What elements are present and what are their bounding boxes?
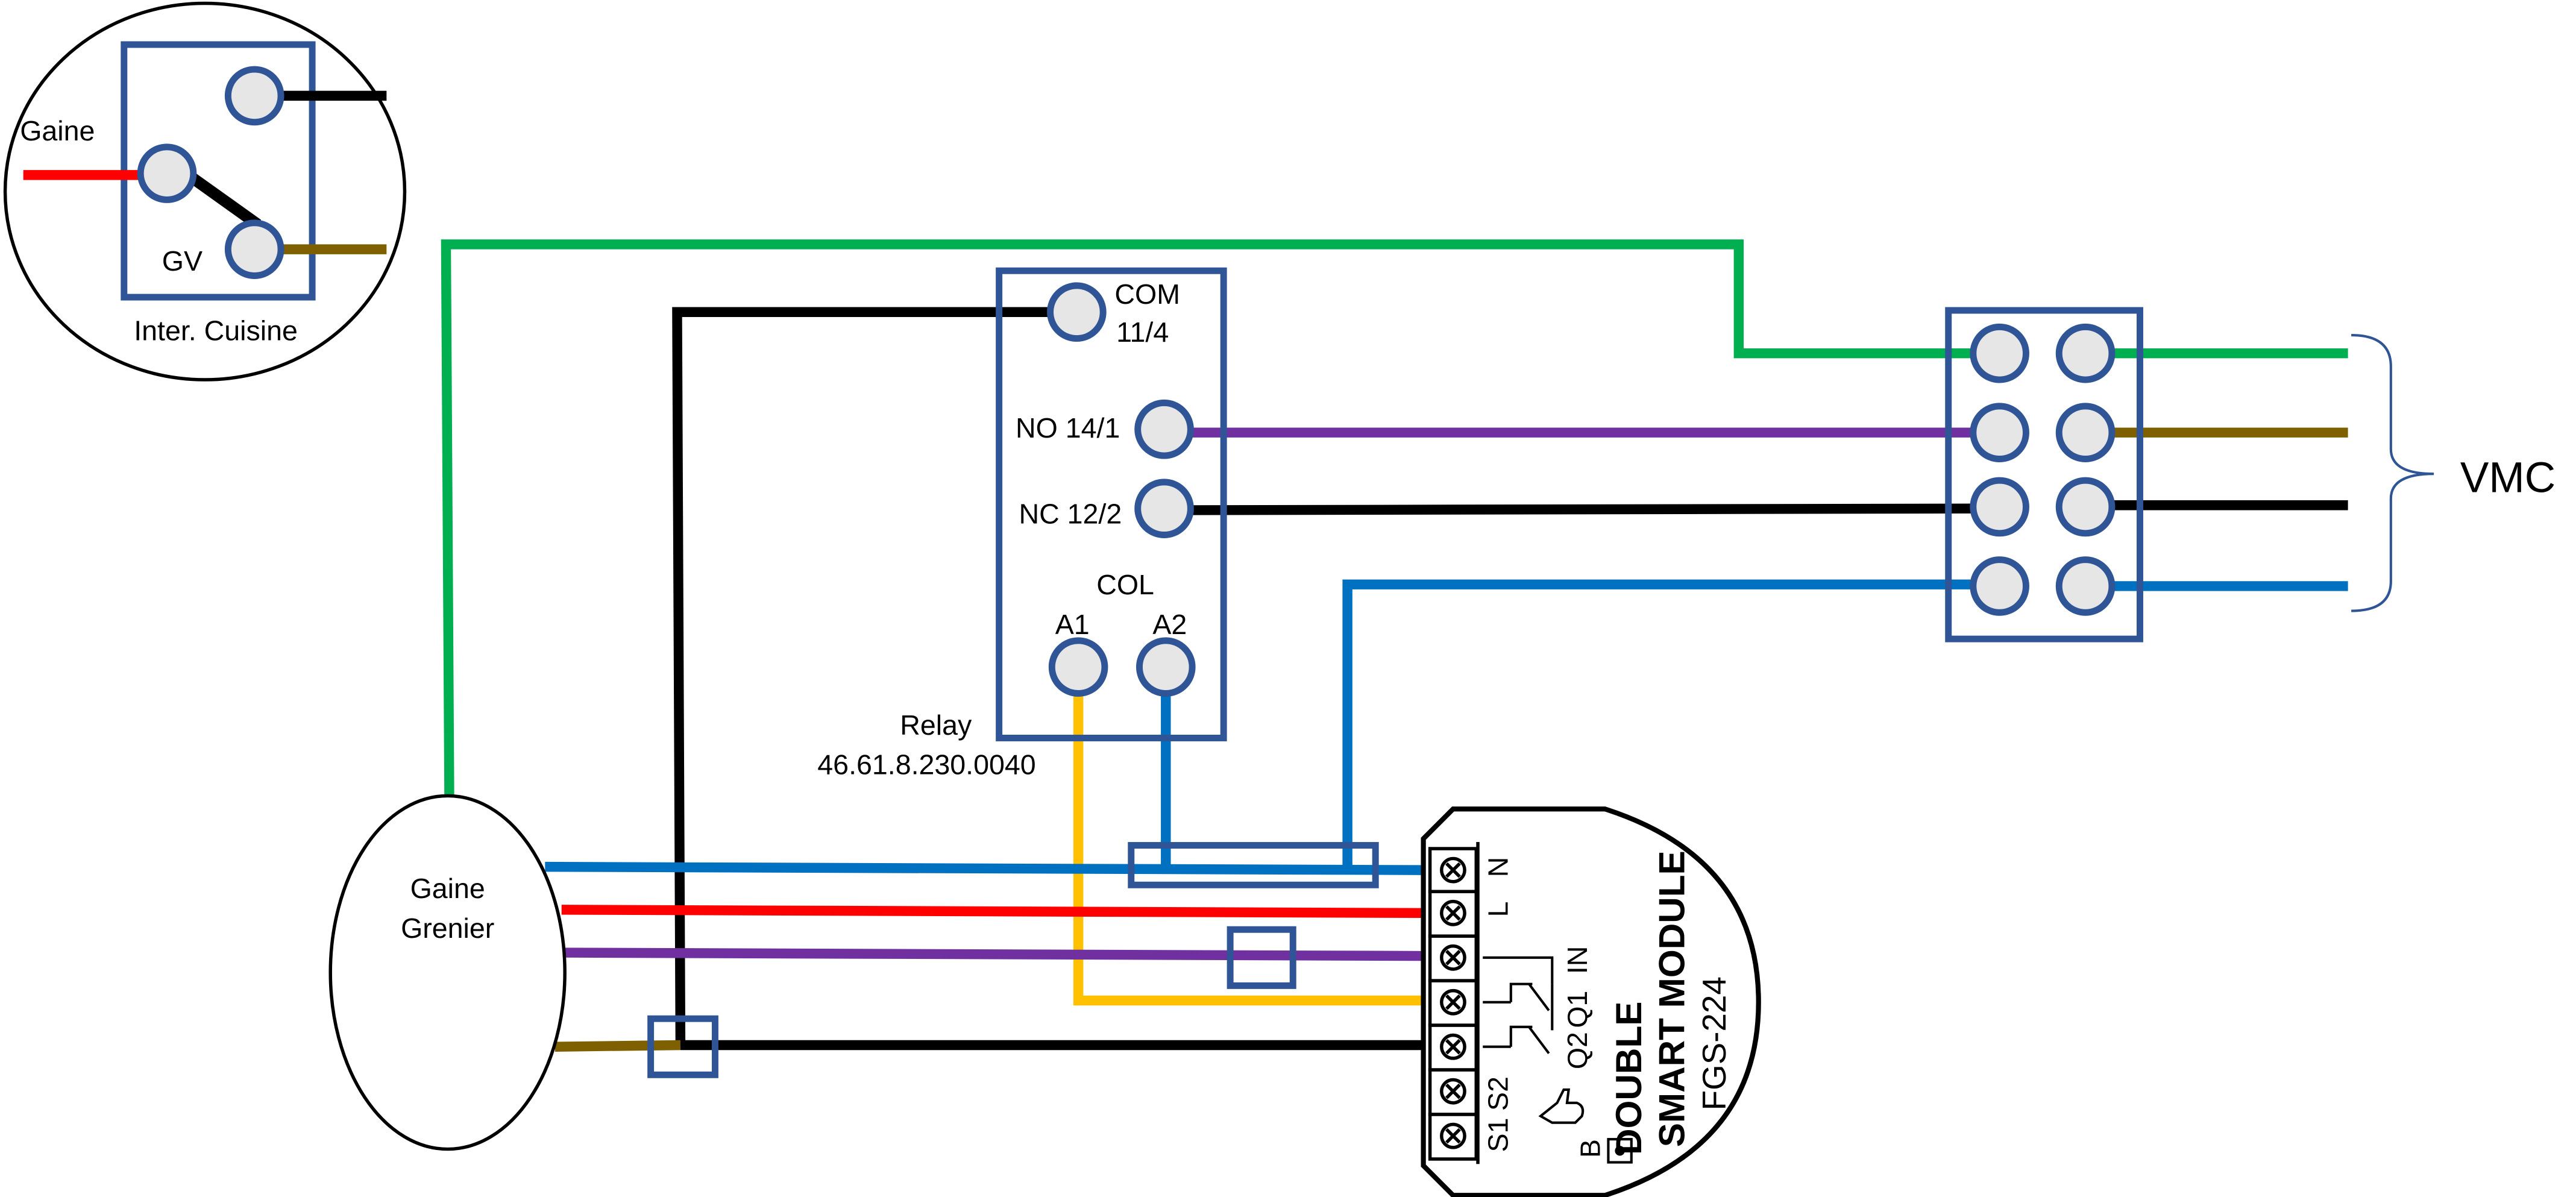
screw-icon: [1440, 1078, 1466, 1105]
vmc-label: VMC: [2460, 454, 2556, 501]
junction-box-neutral: [1128, 842, 1379, 888]
switch-gaine-label: Gaine: [20, 115, 95, 146]
module-l-label: L: [1482, 902, 1513, 917]
b-button-icon: [1607, 1138, 1633, 1164]
gaine-grenier-line1: Gaine: [410, 873, 485, 904]
relay-nc-terminal: [1134, 479, 1194, 539]
vmc-terminal-right-3: [2055, 477, 2116, 537]
relay-no-terminal: [1134, 399, 1194, 459]
vmc-terminal-block: [1945, 307, 2143, 642]
module-n-label: N: [1482, 857, 1513, 878]
relay-com-number: 11/4: [1116, 316, 1169, 348]
switch-terminal-common: [137, 143, 197, 203]
hand-icon: [1538, 1088, 1585, 1124]
module-model: FGS-224: [1695, 976, 1733, 1110]
green-wire: [441, 239, 1979, 796]
screw-icon: [1440, 944, 1466, 971]
purple-in-wire: [565, 947, 1424, 961]
switch-gv-label: GV: [162, 245, 203, 277]
module-b-label: B: [1575, 1139, 1606, 1158]
gaine-grenier: Gaine Grenier: [328, 794, 567, 1151]
switch-caption: Inter. Cuisine: [134, 315, 298, 346]
screw-icon: [1440, 856, 1466, 884]
vmc-brace: [2351, 334, 2434, 612]
module-in-label: IN: [1562, 946, 1593, 975]
switch-lever: [185, 170, 262, 230]
vmc-terminal-right-4: [2055, 556, 2116, 616]
red-live-wire: [561, 905, 1424, 919]
relay: COM 11/4 NO 14/1 NC 12/2 COL A1 A2 Relay…: [817, 267, 1227, 781]
relay-a2-terminal: [1136, 637, 1196, 697]
smart-module-outline: [1421, 806, 1761, 1197]
brown-gv-wire: [554, 1040, 681, 1052]
vmc-terminal-left-1: [1970, 323, 2029, 383]
vmc-terminal-left-4: [1970, 556, 2029, 616]
switch-terminal-gv: [224, 219, 284, 279]
blue-vmc-wire: [1342, 579, 1979, 870]
screw-icon: [1440, 1033, 1466, 1060]
vmc-block-box: [1945, 307, 2143, 642]
module-terminals: [1428, 847, 1478, 1161]
kitchen-switch: Gaine GV Inter. Cuisine: [3, 1, 407, 382]
module-contact-symbol: [1483, 956, 1554, 1054]
relay-a2-label: A2: [1152, 609, 1187, 640]
screw-icon: [1440, 899, 1466, 926]
vmc-terminal-left-3: [1970, 477, 2029, 537]
yellow-a1-wire: [1073, 690, 1424, 1006]
screw-icon: [1440, 988, 1466, 1016]
module-terminal-s2: [1428, 1068, 1478, 1116]
blue-neutral-wire: [545, 861, 1424, 875]
vmc-terminal-right-1: [2055, 323, 2116, 383]
relay-com-label: COM: [1114, 278, 1180, 310]
screw-icon: [1440, 1122, 1466, 1149]
relay-a1-terminal: [1048, 637, 1108, 697]
module-subtitle: SMART MODULE: [1651, 850, 1692, 1147]
module-title: DOUBLE: [1608, 1002, 1649, 1155]
black-com-wire: [672, 307, 1057, 1047]
relay-box: [996, 267, 1227, 741]
gaine-grenier-ellipse: [328, 794, 567, 1151]
vmc-terminal-left-2: [1970, 403, 2029, 463]
relay-name-label: Relay: [900, 709, 972, 741]
junction-box-brown: [647, 1015, 718, 1078]
relay-nc-label: NC 12/2: [1019, 498, 1122, 529]
junction-box-purple: [1227, 926, 1296, 989]
module-q1-label: Q1: [1562, 991, 1593, 1028]
relay-a1-label: A1: [1055, 609, 1090, 640]
relay-col-label: COL: [1096, 569, 1154, 600]
gaine-grenier-line2: Grenier: [401, 913, 494, 944]
wires: [441, 239, 2348, 1052]
module-s1-label: S1: [1482, 1118, 1513, 1152]
black-nc-wire: [1189, 503, 1979, 515]
relay-com-terminal: [1047, 282, 1107, 342]
relay-no-label: NO 14/1: [1016, 412, 1120, 444]
module-q2-label: Q2: [1562, 1032, 1593, 1069]
switch-terminal-top: [224, 66, 284, 126]
relay-part-number: 46.61.8.230.0040: [817, 749, 1035, 781]
vmc-terminal-right-2: [2055, 403, 2116, 463]
module-s2-label: S2: [1482, 1076, 1513, 1111]
smart-module: N L IN Q1 Q2 S2 S1 B DOUBLE SMART MODULE…: [1421, 806, 1761, 1197]
